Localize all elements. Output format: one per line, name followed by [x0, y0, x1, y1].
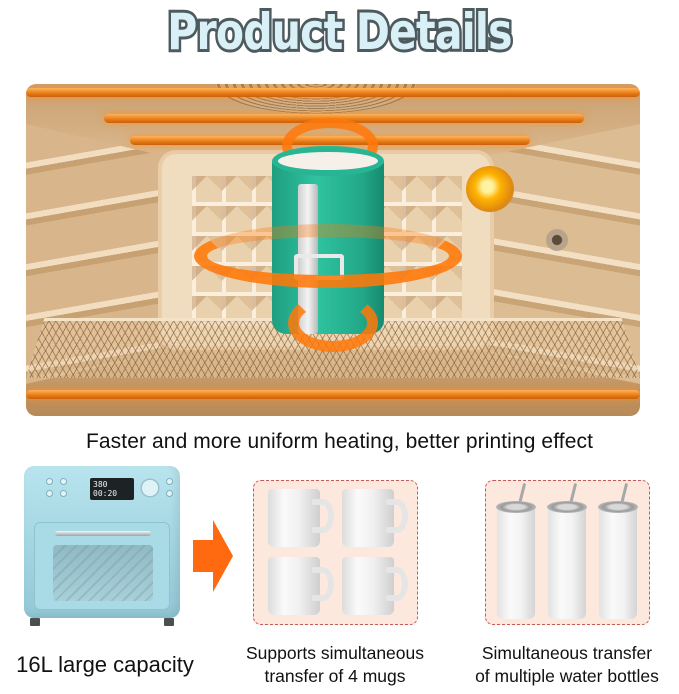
white-tumbler — [496, 483, 536, 621]
rotisserie-socket — [546, 229, 568, 251]
display-temperature: 380 — [93, 480, 108, 489]
oven-door-handle — [55, 531, 151, 536]
panel-button-icon — [46, 478, 53, 485]
white-mug — [268, 489, 334, 547]
heating-element-1 — [26, 88, 640, 97]
heat-flow-arrow-top — [282, 118, 378, 174]
heating-element-bottom — [26, 390, 640, 399]
oven-door — [34, 522, 170, 610]
mugs-label-line2: transfer of 4 mugs — [264, 666, 406, 686]
panel-button-icon — [46, 490, 53, 497]
display-dashes: – – – – – — [93, 499, 127, 517]
white-mug — [342, 557, 408, 615]
white-mug — [342, 489, 408, 547]
hero-caption: Faster and more uniform heating, better … — [85, 430, 594, 453]
panel-button-icon — [60, 478, 67, 485]
oven-foot — [164, 618, 174, 626]
page-title: Product Details — [165, 0, 515, 64]
bottles-label-line2: of multiple water bottles — [475, 666, 659, 686]
bottles-label-line1: Simultaneous transfer — [481, 643, 653, 663]
right-arrow-icon — [193, 520, 233, 592]
panel-button-icon — [166, 478, 173, 485]
panel-button-icon — [166, 490, 173, 497]
oven-foot — [30, 618, 40, 626]
oven-dial-icon — [140, 478, 160, 498]
panel-button-icon — [60, 490, 67, 497]
oven-display: 380 00:20 – – – – – — [90, 478, 134, 517]
white-mug — [268, 557, 334, 615]
white-tumbler — [598, 483, 638, 621]
display-time: 00:20 — [93, 489, 118, 498]
mugs-label-line1: Supports simultaneous — [245, 643, 425, 663]
bottles-label: Simultaneous transfer of multiple water … — [455, 642, 679, 688]
hero-oven-interior-image — [26, 84, 640, 416]
oven-lamp — [466, 166, 514, 212]
heat-flow-arrow-bottom — [288, 294, 378, 352]
four-mugs-image — [253, 480, 418, 625]
capacity-label: 16L large capacity — [16, 652, 194, 677]
mug-sleeve-opening — [272, 146, 384, 176]
oven-window — [53, 545, 153, 601]
heat-flow-arrow-middle — [194, 224, 462, 288]
oven-control-panel: 380 00:20 – – – – – — [42, 476, 173, 517]
mugs-label: Supports simultaneous transfer of 4 mugs — [222, 642, 448, 688]
white-tumbler — [547, 483, 587, 621]
water-bottles-image — [485, 480, 650, 625]
air-fryer-oven-image: 380 00:20 – – – – – — [24, 466, 180, 626]
